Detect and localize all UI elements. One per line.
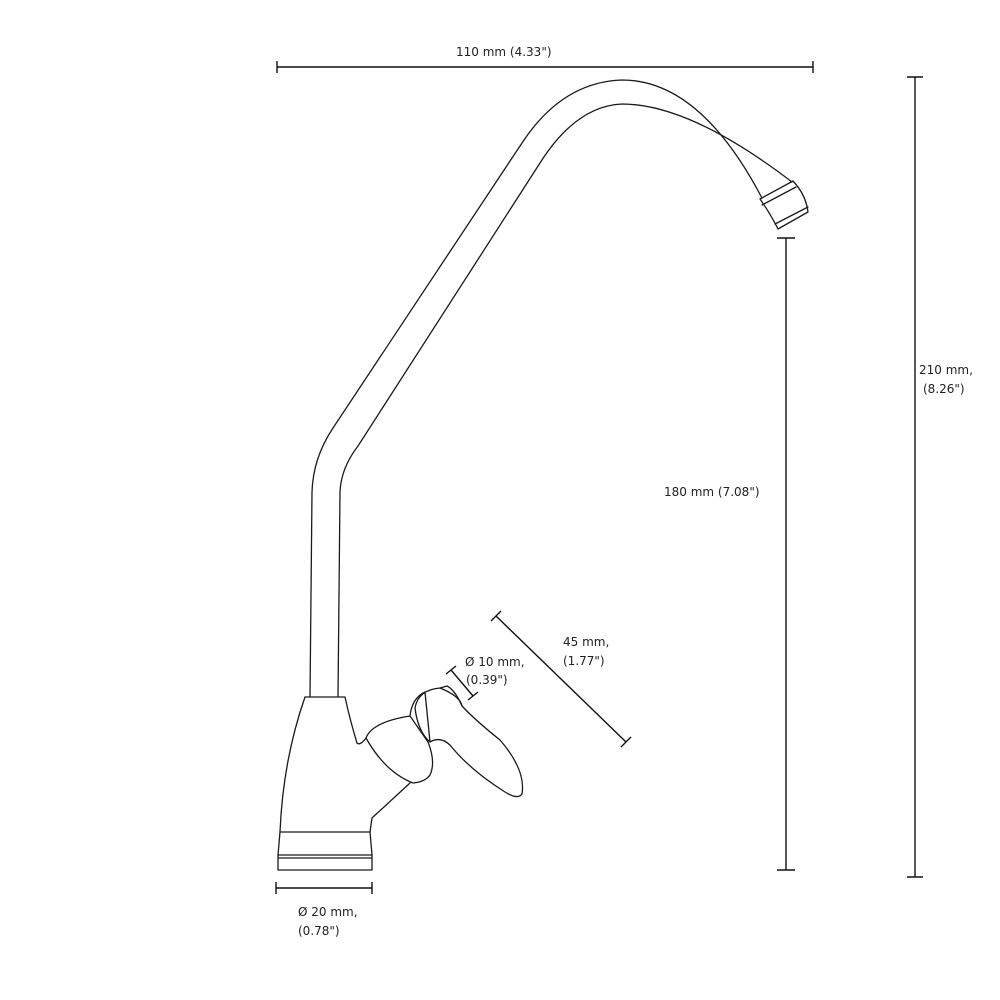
handle-length-mm-label: 45 mm, (563, 635, 610, 649)
dimension-line-handle-diameter (445, 665, 479, 701)
total-height-in-label: (8.26") (923, 382, 965, 396)
faucet-spout (309, 79, 793, 698)
handle-diameter-mm-label: Ø 10 mm, (465, 655, 525, 669)
dimension-line-width (276, 61, 814, 73)
dimension-line-total-height (907, 76, 923, 878)
dimension-line-spout-height (777, 237, 795, 871)
base-diameter-in-label: (0.78") (298, 924, 340, 938)
dimension-line-handle-length (490, 610, 632, 748)
handle-length-in-label: (1.77") (563, 654, 605, 668)
spout-height-label: 180 mm (7.08") (664, 485, 760, 499)
faucet-handle (409, 685, 524, 798)
faucet-body (277, 696, 434, 871)
faucet-nozzle (759, 180, 809, 230)
handle-diameter-in-label: (0.39") (466, 673, 508, 687)
width-label: 110 mm (4.33") (456, 45, 552, 59)
total-height-mm-label: 210 mm, (919, 363, 973, 377)
dimension-line-base-diameter (275, 882, 373, 894)
base-diameter-mm-label: Ø 20 mm, (298, 905, 358, 919)
